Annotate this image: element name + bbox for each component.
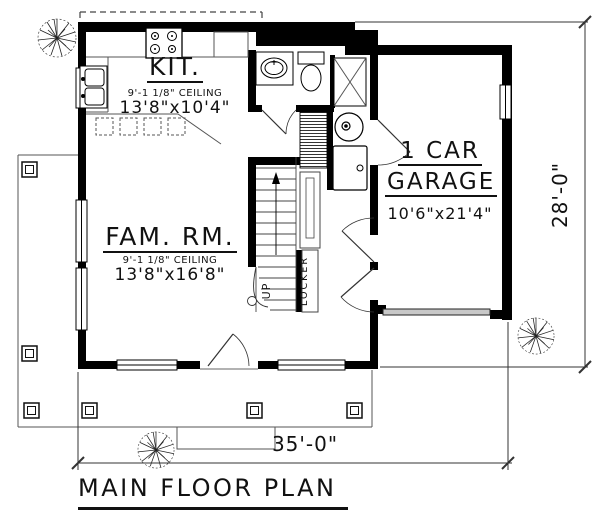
double-sink-icon <box>79 65 108 109</box>
island-counter <box>86 113 222 145</box>
garage-name-line1: 1 CAR <box>398 139 482 167</box>
overall-depth-dimension: 28'-0" <box>548 161 572 229</box>
family-room-size: 13'8"x16'8" <box>114 265 226 285</box>
porch-column <box>21 161 38 178</box>
porch-column <box>346 402 363 419</box>
stairs-up-arrow <box>272 172 280 255</box>
hall-door-lower <box>340 267 375 313</box>
porch-column <box>246 402 263 419</box>
tree-icon <box>517 317 555 355</box>
kitchen-ceiling-note: 9'-1 1/8" CEILING <box>127 88 223 99</box>
staircase <box>247 111 328 312</box>
garage-size: 10'6"x21'4" <box>387 204 493 223</box>
vanity-sink-icon <box>255 51 294 86</box>
stairs-up-label: UP <box>260 282 273 300</box>
room-label-garage-line1: 1 CAR <box>385 139 495 167</box>
overall-width-dimension: 35'-0" <box>271 432 339 456</box>
family-room-ceiling-note: 9'-1 1/8" CEILING <box>122 255 218 266</box>
garage-service-door <box>377 119 411 166</box>
range-icon <box>145 27 183 59</box>
room-label-garage-line2: GARAGE <box>385 170 498 198</box>
bar-stools <box>95 117 186 136</box>
kitchen-counter <box>86 31 249 145</box>
plan-title: MAIN FLOOR PLAN <box>78 474 349 510</box>
water-heater-icon <box>334 112 364 142</box>
family-room-name: FAM. RM. <box>103 223 237 254</box>
locker-closet <box>299 171 321 313</box>
depth-dimension-line <box>355 15 592 374</box>
window <box>75 267 88 331</box>
tree-icon <box>37 18 77 58</box>
roof-overhang-dashed-line <box>79 11 263 21</box>
porch-column <box>23 402 40 419</box>
porch-outline <box>17 154 373 450</box>
room-label-family-room: FAM. RM. <box>95 223 245 254</box>
garage-name-line2: GARAGE <box>385 170 498 198</box>
doors <box>200 109 411 370</box>
hall-door-upper <box>341 217 375 263</box>
stair-rail <box>247 266 269 308</box>
kitchen-name: KIT. <box>146 53 204 84</box>
room-label-kitchen: KIT. <box>130 53 220 84</box>
porch-column <box>21 345 38 362</box>
window <box>75 199 88 263</box>
bath-door <box>261 109 297 135</box>
locker-label: LOCKER <box>299 256 310 306</box>
window <box>499 84 512 120</box>
window <box>277 359 346 371</box>
porch-step <box>176 426 276 450</box>
shower-chase <box>333 57 367 107</box>
toilet-icon <box>297 51 325 92</box>
kitchen-size: 13'8"x10'4" <box>119 98 231 118</box>
walls <box>78 22 512 369</box>
furnace-icon <box>332 145 368 191</box>
window <box>116 359 178 371</box>
garage-door <box>382 308 491 316</box>
width-dimension-line <box>71 322 515 470</box>
front-entry-door <box>200 333 258 370</box>
porch-column <box>81 402 98 419</box>
